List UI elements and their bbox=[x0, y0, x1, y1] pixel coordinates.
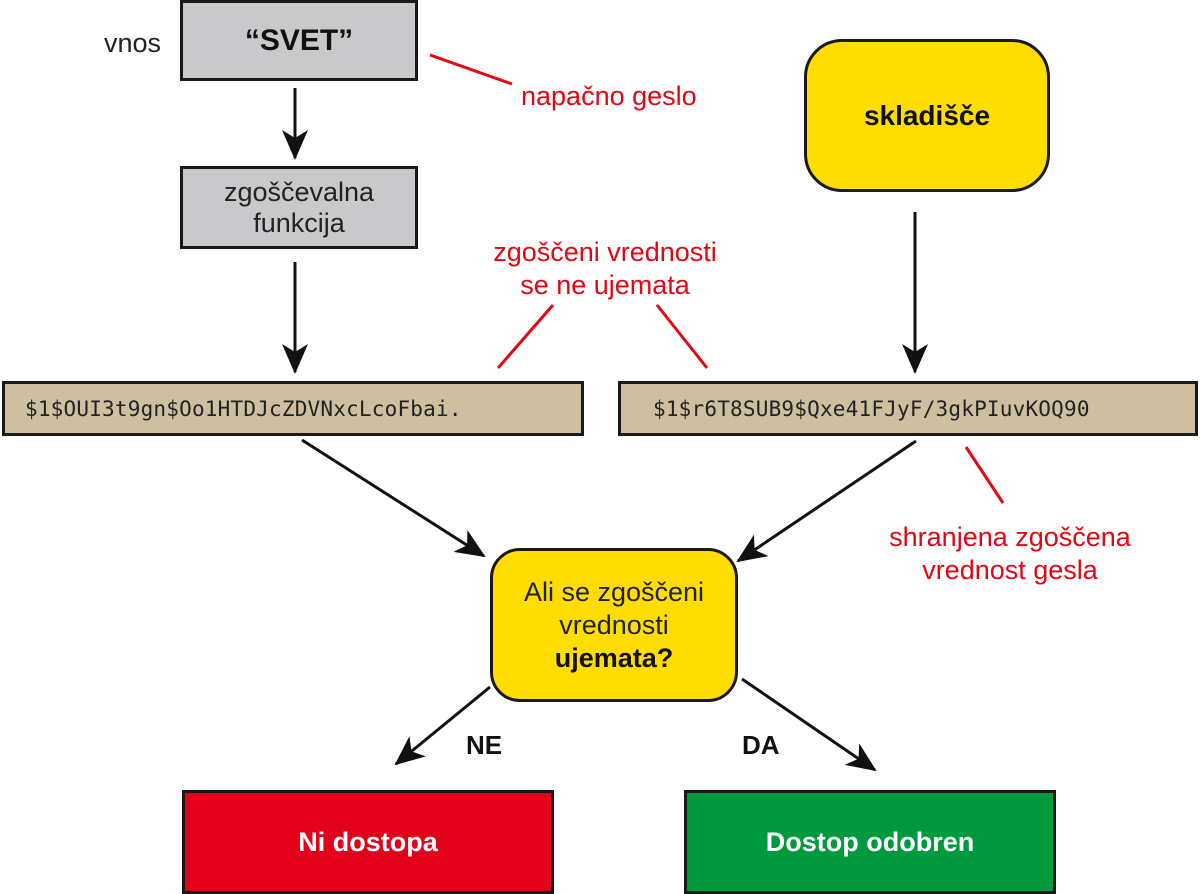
access-denied-box: Ni dostopa bbox=[182, 790, 554, 894]
arrow-computed-hash-to-decision bbox=[301, 438, 486, 558]
callout-line-mismatch-right bbox=[655, 304, 709, 369]
stored-hash-value: $1$r6T8SUB9$Qxe41FJyF/3gkPIuvKOQ90 bbox=[653, 396, 1090, 421]
access-denied-label: Ni dostopa bbox=[298, 826, 438, 857]
access-granted-box: Dostop odobren bbox=[684, 790, 1056, 894]
note-stored-hash-line1: shranjena zgoščena bbox=[889, 522, 1131, 552]
hash-function-line2: funkcija bbox=[253, 207, 345, 238]
decision-line2: vrednosti bbox=[559, 609, 669, 640]
arrow-stored-hash-to-decision bbox=[736, 439, 917, 563]
note-wrong-password: napačno geslo bbox=[521, 81, 697, 111]
note-hash-mismatch-line1: zgoščeni vrednosti bbox=[493, 237, 717, 267]
hash-function-line1: zgoščevalna bbox=[223, 176, 375, 207]
computed-hash-box: $1$OUI3t9gn$Oo1HTDJcZDVNxcLcoFbai. bbox=[2, 381, 584, 436]
input-box: “SVET” bbox=[180, 0, 418, 81]
arrow-decision-to-denied bbox=[394, 685, 491, 766]
stored-hash-box: $1$r6T8SUB9$Qxe41FJyF/3gkPIuvKOQ90 bbox=[618, 381, 1198, 436]
hash-function-box: zgoščevalna funkcija bbox=[180, 166, 418, 249]
branch-label-no: NE bbox=[466, 730, 503, 760]
computed-hash-value: $1$OUI3t9gn$Oo1HTDJcZDVNxcLcoFbai. bbox=[25, 396, 462, 421]
storage-label: skladišče bbox=[863, 99, 991, 131]
decision-line1: Ali se zgoščeni bbox=[523, 576, 705, 607]
arrow-decision-to-granted bbox=[741, 677, 877, 772]
decision-line3: ujemata? bbox=[554, 642, 674, 673]
note-hash-mismatch-line2: se ne ujemata bbox=[520, 270, 690, 300]
callout-line-stored-hash bbox=[964, 446, 1005, 504]
branch-label-yes: DA bbox=[742, 730, 780, 760]
input-value: “SVET” bbox=[244, 23, 354, 57]
decision-box: Ali se zgoščeni vrednosti ujemata? bbox=[490, 548, 738, 702]
input-label: vnos bbox=[104, 28, 162, 58]
note-hash-mismatch: zgoščeni vrednosti se ne ujemata bbox=[470, 236, 740, 302]
note-stored-hash: shranjena zgoščena vrednost gesla bbox=[870, 521, 1150, 587]
callout-line-mismatch-left bbox=[496, 304, 555, 369]
access-granted-label: Dostop odobren bbox=[765, 826, 975, 857]
storage-box: skladišče bbox=[804, 39, 1050, 192]
note-stored-hash-line2: vrednost gesla bbox=[922, 555, 1098, 585]
callout-line-wrong-password bbox=[429, 53, 513, 86]
